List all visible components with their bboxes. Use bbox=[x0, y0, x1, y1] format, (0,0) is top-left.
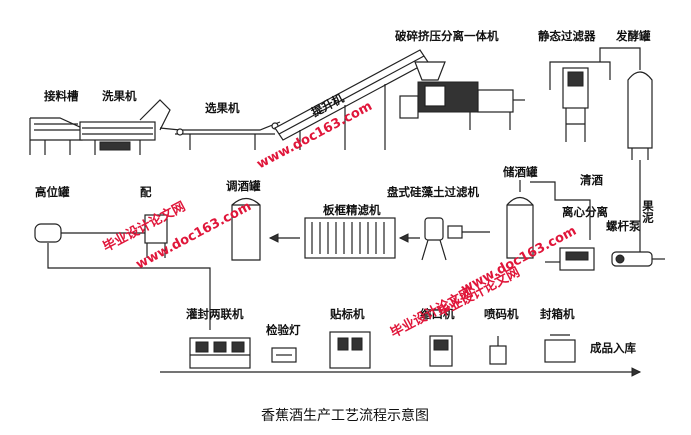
diagram-caption: 香蕉酒生产工艺流程示意图 bbox=[261, 407, 429, 424]
label-case-sealing: 封箱机 bbox=[540, 307, 575, 321]
label-head-tank: 高位罐 bbox=[35, 185, 70, 199]
label-labeling: 贴标机 bbox=[329, 307, 365, 321]
screw-pump bbox=[611, 240, 665, 267]
labeling-machine bbox=[329, 331, 371, 369]
clear-wine-pipe bbox=[530, 181, 591, 240]
fermentation-tank bbox=[627, 58, 653, 160]
label-clear-wine: 清酒 bbox=[580, 173, 603, 187]
head-tank bbox=[34, 223, 120, 243]
label-inspection-lamp: 检验灯 bbox=[266, 323, 301, 337]
coding-machine bbox=[489, 336, 507, 365]
label-centrifuge: 离心分离 bbox=[562, 205, 608, 219]
head-tank-to-filler-pipe bbox=[47, 243, 211, 330]
inspection-lamp bbox=[271, 347, 297, 363]
label-disc-filter: 盘式硅藻土过滤机 bbox=[387, 185, 479, 199]
blending-vessel bbox=[120, 214, 168, 258]
label-capping: 缩口机 bbox=[420, 307, 455, 321]
case-sealing-machine bbox=[544, 334, 576, 363]
label-coding: 喷码机 bbox=[484, 307, 519, 321]
filter-to-tank-pipe bbox=[599, 47, 641, 62]
label-screw-pump: 螺杆泵 bbox=[606, 219, 641, 233]
crusher-press-separator bbox=[399, 61, 525, 130]
label-blending-tank: 调酒罐 bbox=[226, 179, 261, 193]
receiving-trough bbox=[29, 117, 83, 155]
static-filter bbox=[549, 61, 611, 142]
label-fruit-mud: 果泥 bbox=[641, 200, 655, 224]
label-crusher: 破碎挤压分离一体机 bbox=[395, 29, 499, 43]
filling-sealing-machine bbox=[189, 337, 251, 369]
label-static-filter: 静态过滤器 bbox=[538, 29, 596, 43]
label-fruit-sorter: 选果机 bbox=[205, 101, 240, 115]
label-plate-filter: 板框精滤机 bbox=[323, 203, 381, 217]
plate-frame-filter bbox=[268, 217, 396, 259]
label-blending: 配 bbox=[140, 185, 152, 199]
capping-machine bbox=[429, 335, 453, 367]
centrifuge bbox=[545, 247, 595, 271]
wine-storage-tank bbox=[506, 180, 534, 259]
label-fermentation-tank: 发酵罐 bbox=[615, 29, 651, 43]
fruit-sorter bbox=[159, 121, 281, 150]
label-storage-tank: 储酒罐 bbox=[503, 165, 538, 179]
label-receiving-trough: 接料槽 bbox=[44, 89, 79, 103]
conveyor-arrow bbox=[631, 367, 642, 377]
label-fruit-washer: 洗果机 bbox=[102, 89, 137, 103]
blending-tank bbox=[231, 197, 261, 261]
label-finished-storage: 成品入库 bbox=[590, 341, 636, 355]
fruit-washer bbox=[79, 99, 171, 155]
label-filling-sealing: 灌封两联机 bbox=[186, 307, 244, 321]
diatomite-disc-filter bbox=[398, 217, 490, 261]
